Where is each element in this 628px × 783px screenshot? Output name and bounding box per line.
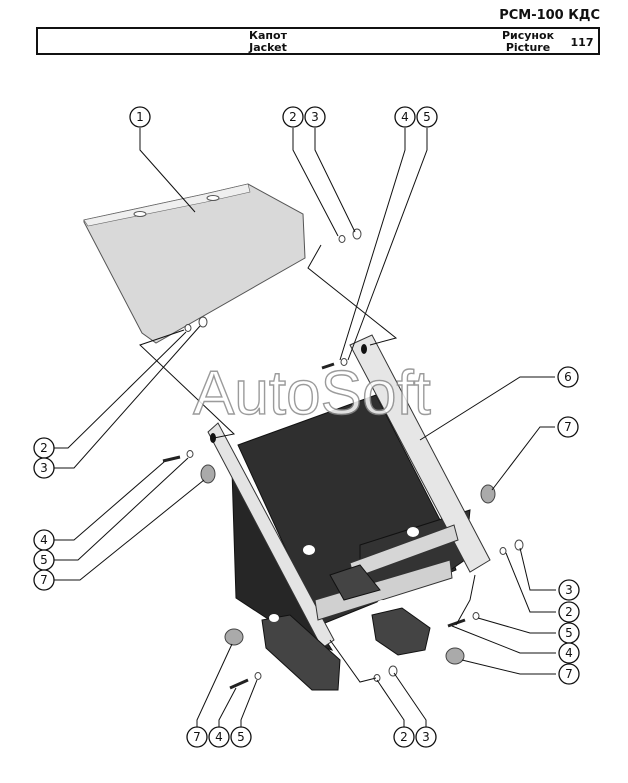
callout-label: 2	[40, 441, 48, 455]
callout: 4	[33, 529, 55, 551]
callout-label: 3	[40, 461, 48, 475]
callout: 5	[230, 726, 252, 748]
callout-label: 2	[565, 605, 573, 619]
callout: 4	[558, 642, 580, 664]
callout: 1	[129, 106, 151, 128]
callout: 2	[33, 437, 55, 459]
callout: 2	[393, 726, 415, 748]
part-name-en: Jacket	[249, 41, 287, 54]
callout: 7	[558, 663, 580, 685]
callout-label: 3	[311, 110, 319, 124]
callout: 5	[416, 106, 438, 128]
callout: 3	[304, 106, 326, 128]
callout: 3	[558, 579, 580, 601]
callout: 4	[394, 106, 416, 128]
title-block: Капот Jacket Рисунок Picture 117	[36, 27, 600, 55]
callout: 2	[282, 106, 304, 128]
callout: 3	[33, 457, 55, 479]
callout: 7	[186, 726, 208, 748]
callout-label: 4	[215, 730, 223, 744]
callout: 2	[558, 601, 580, 623]
callout: 5	[558, 622, 580, 644]
callout-label: 4	[565, 646, 573, 660]
callout-label: 7	[193, 730, 201, 744]
callout: 4	[208, 726, 230, 748]
frame-body	[207, 334, 491, 691]
callout-label: 5	[565, 626, 573, 640]
callout-label: 2	[400, 730, 408, 744]
callout-label: 5	[423, 110, 431, 124]
callout-label: 7	[565, 667, 573, 681]
picture-label: Рисунок Picture	[496, 30, 560, 54]
callout-label: 1	[136, 110, 144, 124]
callout-label: 7	[564, 420, 572, 434]
callout-label: 4	[401, 110, 409, 124]
callout-label: 2	[289, 110, 297, 124]
callout: 5	[33, 549, 55, 571]
leader-lines	[54, 128, 556, 737]
model-title: РСМ-100 КДС	[499, 8, 600, 23]
callout: 7	[557, 416, 579, 438]
watermark: AutoSoft	[193, 359, 431, 428]
callout-label: 6	[564, 370, 572, 384]
callout-label: 7	[40, 573, 48, 587]
part-name: Капот Jacket	[38, 30, 498, 54]
callout: 3	[415, 726, 437, 748]
cover-panel	[83, 183, 306, 344]
picture-number: 117	[570, 36, 594, 49]
callout-label: 5	[237, 730, 245, 744]
fasteners	[162, 228, 524, 690]
callout: 6	[557, 366, 579, 388]
callout-label: 4	[40, 533, 48, 547]
callout-label: 5	[40, 553, 48, 567]
callout: 7	[33, 569, 55, 591]
callout-label: 3	[422, 730, 430, 744]
part-name-ru: Капот	[249, 29, 287, 42]
picture-label-en: Picture	[505, 41, 551, 54]
callout-label: 3	[565, 583, 573, 597]
picture-label-ru: Рисунок	[501, 29, 555, 42]
